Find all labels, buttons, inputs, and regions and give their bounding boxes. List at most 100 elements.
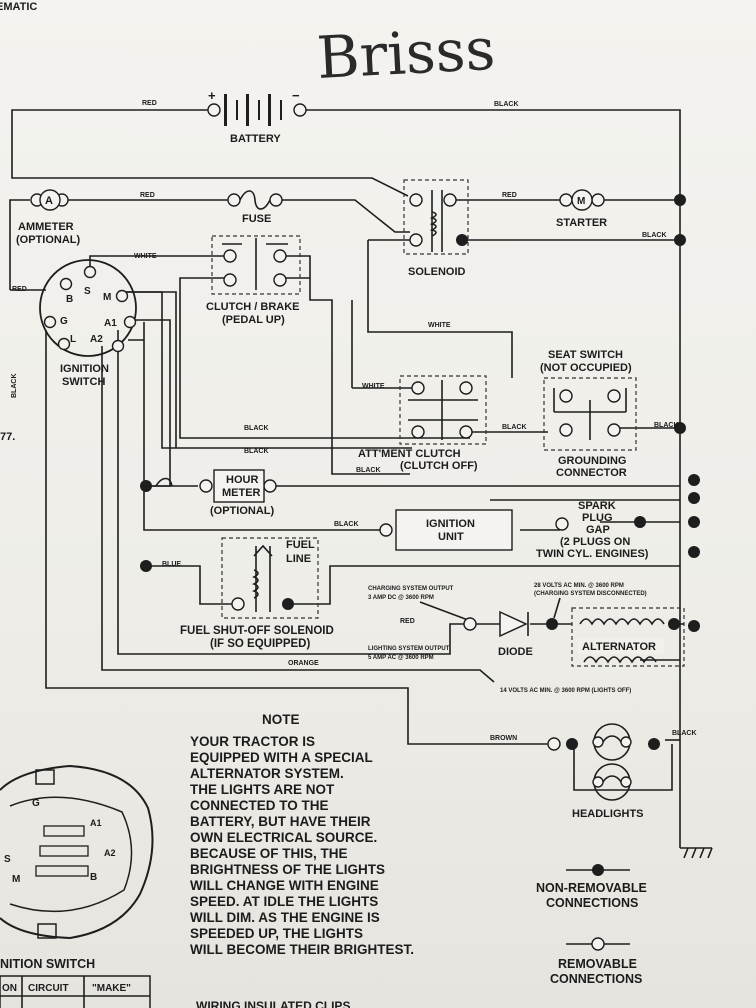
charging-label-1: CHARGING SYSTEM OUTPUT bbox=[368, 586, 454, 592]
lighting-label-1: LIGHTING SYSTEM OUTPUT bbox=[368, 646, 450, 652]
note-line: SPEED. AT IDLE THE LIGHTS bbox=[190, 894, 378, 909]
note-line: ALTERNATOR SYSTEM. bbox=[190, 766, 344, 781]
ignition-terminal-g: G bbox=[60, 316, 68, 327]
solenoid: SOLENOID bbox=[403, 179, 469, 278]
wire-label-black-att1: BLACK bbox=[244, 425, 269, 432]
ignition-terminal-b: B bbox=[66, 294, 73, 305]
wire-label-red-ammeter: RED bbox=[140, 192, 155, 199]
hour-meter-label-2: METER bbox=[222, 487, 261, 499]
volts14-label: 14 VOLTS AC MIN. @ 3600 RPM (LIGHTS OFF) bbox=[500, 688, 631, 694]
attment-clutch-sub: (CLUTCH OFF) bbox=[400, 460, 478, 472]
starter: M STARTER bbox=[556, 189, 686, 246]
switch-face-terminal-g: G bbox=[32, 798, 40, 809]
battery-label: BATTERY bbox=[230, 133, 281, 145]
wire-label-orange: ORANGE bbox=[288, 660, 319, 667]
clutch-brake-switch: CLUTCH / BRAKE (PEDAL UP) bbox=[206, 235, 301, 326]
fuel-solenoid-label-1: FUEL SHUT-OFF SOLENOID bbox=[180, 625, 334, 637]
wire-label-black-vertical: BLACK bbox=[11, 374, 18, 399]
switch-face-terminal-b: B bbox=[90, 872, 97, 883]
wire-label-black-seat: BLACK bbox=[502, 424, 527, 431]
wire-label-black-battery: BLACK bbox=[494, 101, 519, 108]
legend-nonremovable-2: CONNECTIONS bbox=[546, 896, 638, 910]
switch-face-terminal-m: M bbox=[12, 874, 20, 885]
attachment-clutch-switch: ATT'MENT CLUTCH (CLUTCH OFF) bbox=[358, 375, 487, 472]
spark-label-5: TWIN CYL. ENGINES) bbox=[536, 548, 649, 560]
ammeter-symbol: A bbox=[45, 195, 53, 207]
fuel-solenoid-label-2: (IF SO EQUIPPED) bbox=[210, 638, 310, 650]
wire-label-red-left: RED bbox=[12, 286, 27, 293]
hour-meter-label-1: HOUR bbox=[226, 474, 258, 486]
wire-label-black-att-bottom: BLACK bbox=[356, 467, 381, 474]
spark-label-1: SPARK bbox=[578, 500, 616, 512]
ground-symbol bbox=[680, 847, 713, 859]
fuel-shutoff-solenoid: FUEL LINE FUEL SHUT-OFF SOLENOID (IF SO … bbox=[140, 537, 334, 650]
hour-meter-optional: (OPTIONAL) bbox=[210, 505, 274, 517]
alternator-label: ALTERNATOR bbox=[582, 641, 656, 653]
wire-label-brown: BROWN bbox=[490, 735, 517, 742]
ignition-terminal-s: S bbox=[84, 286, 91, 297]
switch-face-terminal-a2: A2 bbox=[104, 848, 116, 858]
side-mark: 77. bbox=[0, 431, 15, 443]
seat-switch-label: SEAT SWITCH bbox=[548, 349, 623, 361]
clutch-brake-sub: (PEDAL UP) bbox=[222, 314, 285, 326]
wire-label-white-top: WHITE bbox=[134, 253, 157, 260]
table-header-make: "MAKE" bbox=[92, 983, 131, 994]
note-line: THE LIGHTS ARE NOT bbox=[190, 782, 335, 797]
ignition-switch-label-1: IGNITION bbox=[60, 363, 109, 375]
starter-label: STARTER bbox=[556, 217, 607, 229]
note-line: EQUIPPED WITH A SPECIAL bbox=[190, 750, 373, 765]
footer-partial: WIRING INSULATED CLIPS bbox=[196, 999, 350, 1008]
ignition-terminal-m: M bbox=[103, 292, 111, 303]
ignition-terminal-a2: A2 bbox=[90, 334, 103, 345]
spark-label-3: GAP bbox=[586, 524, 610, 536]
grounding-label-1: GROUNDING bbox=[558, 455, 626, 467]
note-line: YOUR TRACTOR IS bbox=[190, 734, 315, 749]
switch-diagram-title: NITION SWITCH bbox=[0, 957, 95, 971]
wires bbox=[9, 109, 684, 848]
legend-nonremovable-1: NON-REMOVABLE bbox=[536, 881, 647, 895]
fuse-label: FUSE bbox=[242, 213, 271, 225]
ammeter: A AMMETER (OPTIONAL) bbox=[16, 189, 80, 246]
solenoid-label: SOLENOID bbox=[408, 266, 466, 278]
note-line: WILL BECOME THEIR BRIGHTEST. bbox=[190, 942, 414, 957]
switch-face-terminal-s: S bbox=[4, 854, 11, 865]
nonremovable-connection-icon bbox=[592, 864, 604, 876]
charging-system: CHARGING SYSTEM OUTPUT 3 AMP DC @ 3600 R… bbox=[368, 583, 700, 694]
wire-label-black-ign: BLACK bbox=[334, 521, 359, 528]
attment-clutch-label: ATT'MENT CLUTCH bbox=[358, 448, 461, 460]
spark-label-4: (2 PLUGS ON bbox=[560, 536, 630, 548]
ammeter-label: AMMETER bbox=[18, 221, 74, 233]
fuel-line-label-2: LINE bbox=[286, 553, 311, 565]
note-line: BECAUSE OF THIS, THE bbox=[190, 846, 348, 861]
lighting-label-2: 5 AMP AC @ 3600 RPM bbox=[368, 655, 434, 661]
wire-label-black-att2: BLACK bbox=[244, 448, 269, 455]
diode-symbol bbox=[499, 610, 528, 638]
wire-label-red-starter: RED bbox=[502, 192, 517, 199]
ignition-switch-label-2: SWITCH bbox=[62, 376, 105, 388]
wire-label-blue: BLUE bbox=[162, 561, 181, 568]
ignition-unit-label-1: IGNITION bbox=[426, 518, 475, 530]
hour-meter: HOUR METER (OPTIONAL) bbox=[140, 469, 700, 517]
ignition-terminal-a1: A1 bbox=[104, 318, 117, 329]
note-line: BRIGHTNESS OF THE LIGHTS bbox=[190, 862, 385, 877]
ignition-switch: B S M G L A1 A2 IGNITION SWITCH bbox=[39, 259, 137, 388]
note-line: SPEEDED UP, THE LIGHTS bbox=[190, 926, 363, 941]
table-header-circuit: CIRCUIT bbox=[28, 983, 69, 994]
wire-label-black-seat-right: BLACK bbox=[654, 422, 679, 429]
wire-label-red-battery: RED bbox=[142, 100, 157, 107]
spark-plug: SPARK PLUG GAP (2 PLUGS ON TWIN CYL. ENG… bbox=[536, 500, 700, 560]
note-line: CONNECTED TO THE bbox=[190, 798, 329, 813]
ignition-unit-label-2: UNIT bbox=[438, 531, 464, 543]
wire-label-white-mid: WHITE bbox=[428, 322, 451, 329]
seat-switch: SEAT SWITCH (NOT OCCUPIED) GROUNDING CON… bbox=[540, 349, 686, 479]
starter-symbol: M bbox=[577, 196, 585, 207]
note-line: WILL CHANGE WITH ENGINE bbox=[190, 878, 379, 893]
note-line: OWN ELECTRICAL SOURCE. bbox=[190, 830, 377, 845]
battery: + − BATTERY bbox=[207, 88, 307, 145]
wire-label-white-clutch: WHITE bbox=[362, 383, 385, 390]
spark-label-2: PLUG bbox=[582, 512, 613, 524]
wire-label-black-starter: BLACK bbox=[642, 232, 667, 239]
switch-face-terminal-a1: A1 bbox=[90, 818, 102, 828]
